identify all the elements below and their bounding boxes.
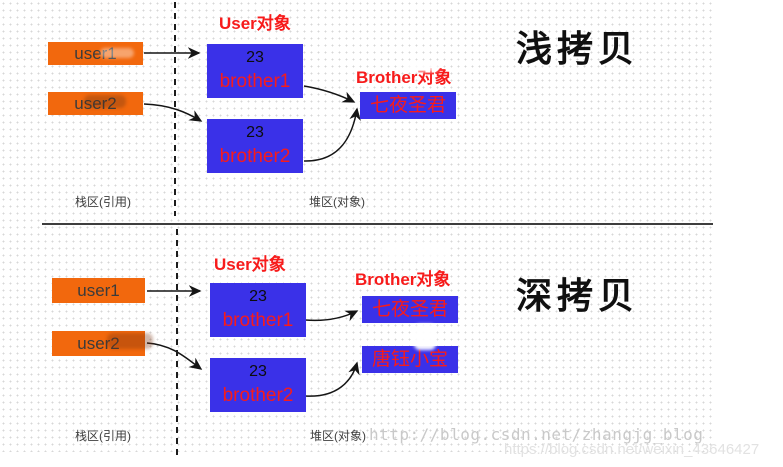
blur-artifact (407, 62, 439, 72)
brother-object-box-1-deep: 七夜圣君 (362, 296, 458, 323)
blur-artifact (414, 324, 436, 350)
reference-box-user2-shallow: user2 (48, 92, 143, 115)
csdn-watermark-url-1: http://blog.csdn.net/zhangjg_blog (369, 425, 704, 444)
brother-object-label-deep: Brother对象 (355, 270, 451, 289)
user-object-box-1-shallow: 23 brother1 (207, 44, 303, 98)
age-value: 23 (249, 363, 267, 380)
blur-artifact (380, 242, 450, 257)
brother-object-box-shallow: 七夜圣君 (360, 92, 456, 119)
reference-box-user1-deep: user1 (52, 278, 145, 303)
blur-artifact (107, 333, 153, 349)
stack-heap-dashed-line-shallow (174, 2, 176, 216)
brother-field-name: brother2 (222, 385, 294, 406)
heap-zone-label-shallow: 堆区(对象) (309, 195, 365, 209)
user-object-label-shallow: User对象 (219, 14, 291, 33)
section-divider-line (42, 223, 713, 225)
age-value: 23 (246, 124, 264, 141)
brother-object-box-2-deep: 唐钰小宝 (362, 346, 458, 373)
user-object-box-2-shallow: 23 brother2 (207, 119, 303, 173)
age-value: 23 (246, 49, 264, 66)
age-value: 23 (249, 288, 267, 305)
heap-zone-label-deep: 堆区(对象) (310, 429, 366, 443)
brother-field-name: brother1 (219, 71, 291, 92)
stack-zone-label-shallow: 栈区(引用) (75, 195, 131, 209)
blur-artifact (100, 48, 134, 58)
deep-copy-title: 深拷贝 (516, 275, 640, 316)
brother-field-name: brother2 (219, 146, 291, 167)
reference-box-user1-shallow: user1 (48, 42, 143, 65)
brother-object-label-shallow: Brother对象 (356, 68, 452, 87)
blur-artifact (84, 95, 126, 108)
csdn-watermark-url-2: https://blog.csdn.net/weixin_43646427 (504, 441, 760, 458)
user-object-box-2-deep: 23 brother2 (210, 358, 306, 412)
shallow-copy-title: 浅拷贝 (516, 28, 640, 69)
stack-heap-dashed-line-deep (176, 229, 178, 457)
brother-field-name: brother1 (222, 310, 294, 331)
stack-zone-label-deep: 栈区(引用) (75, 429, 131, 443)
user-object-box-1-deep: 23 brother1 (210, 283, 306, 337)
reference-box-user2-deep: user2 (52, 331, 145, 356)
user-object-label-deep: User对象 (214, 255, 286, 274)
